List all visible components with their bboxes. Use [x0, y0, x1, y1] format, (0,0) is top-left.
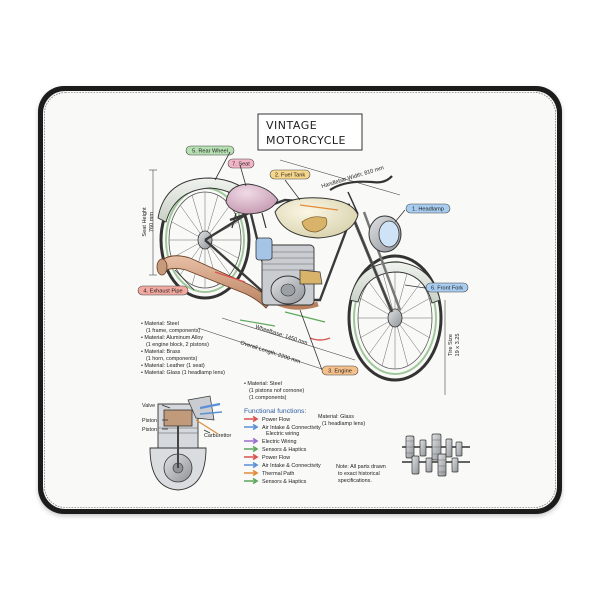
matL-line: • Material: Glass (1 headlamp lens) [141, 370, 225, 376]
materials-list-left: • Material: Steel (1 frame, components) … [141, 321, 225, 376]
legend-item: Sensors & Haptics [244, 445, 307, 453]
legend-label: Air Intake & Connectivity [262, 425, 321, 431]
seat-springs [231, 212, 267, 229]
matC-line: (1 components) [249, 395, 287, 401]
legend-label: Power Flow [262, 455, 290, 461]
callout-pill [137, 285, 189, 296]
label-carburettor: Carburettor [204, 433, 231, 439]
callout-pill [321, 365, 359, 376]
label-piston-2: Piston [142, 427, 157, 433]
tank-badge [301, 216, 328, 233]
matG-line: (1 headlamp lens) [322, 421, 365, 427]
callout-pill [269, 169, 311, 180]
note-line: to exact historical [338, 471, 380, 477]
legend-arrow-icon [244, 461, 259, 469]
callout-text: 2. Fuel Tank [275, 173, 306, 179]
headlamp [368, 215, 402, 253]
leader-lines [174, 151, 426, 371]
legend-arrow-icon [244, 477, 259, 485]
label-valve: Valve [142, 403, 155, 409]
legend-label: Electric Wiring [262, 439, 296, 445]
seat-height-value: 760 mm [149, 212, 155, 233]
callout-text: 7. Seat [232, 162, 250, 168]
callout-exhaust-pipe: 4. Exhaust Pipe [137, 285, 189, 296]
seat-height-label: Seat Height [142, 207, 148, 237]
note-line: specifications. [338, 478, 372, 484]
legend-label: Air Intake & Connectivity [262, 463, 321, 469]
legend-label: Thermal Path [262, 471, 294, 477]
functional-heading: Functional functions: [244, 408, 306, 415]
matC-line: (1 pistons nof cornone) [249, 388, 304, 394]
label-piston-1: Piston [142, 418, 157, 424]
callout-headlamp: 1. Headlamp [405, 203, 451, 214]
legend-label: Sensors & Haptics [262, 447, 307, 453]
callout-pill [425, 282, 469, 293]
title-line-2: MOTORCYCLE [266, 134, 346, 147]
legend-label: Power Flow [262, 417, 290, 423]
motorcycle-illustration [156, 175, 443, 382]
front-fender [349, 261, 441, 304]
gearbox-diagram [402, 433, 470, 477]
title-line-1: VINTAGE [266, 119, 317, 132]
legend-label: Sensors & Haptics [262, 479, 307, 485]
matL-line: • Material: Brass [141, 349, 181, 355]
legend-item: Thermal Path [244, 469, 294, 477]
engine-cross-section [149, 395, 223, 491]
matL-line: • Material: Steel [141, 321, 179, 327]
legend-arrow-icon [244, 453, 259, 461]
legend-arrow-icon [244, 415, 259, 423]
callout-text: 3. Engine [328, 369, 352, 375]
callout-fuel-tank: 2. Fuel Tank [269, 169, 311, 180]
matL-line: (1 frame, components) [146, 328, 200, 334]
note-line: Note: All parts drawn [336, 464, 386, 470]
callout-text: 5. Rear Wheel [192, 149, 228, 155]
matG-line: Material: Glass [318, 414, 354, 420]
matL-line: • Material: Aluminum Alloy [141, 335, 203, 341]
callout-pill [405, 203, 451, 214]
legend-arrow-icon [244, 445, 259, 453]
tire-size-value: 19 x 3.25 [455, 333, 461, 356]
callout-text: 6. Front Fork [431, 286, 463, 292]
legend-label-2: Electric wiring [266, 431, 299, 437]
materials-glass: Material: Glass (1 headlamp lens) [318, 414, 365, 427]
dimension-lines [149, 159, 446, 395]
tire-size-label: Tire Size [448, 334, 454, 356]
callout-seat: 7. Seat [227, 158, 255, 169]
callout-pill [185, 145, 235, 156]
matC-line: • Material: Steel [244, 381, 282, 387]
callout-text: 1. Headlamp [412, 207, 444, 213]
materials-list-center: • Material: Steel (1 pistons nof cornone… [244, 381, 306, 401]
note-text: Note: All parts drawn to exact historica… [336, 464, 387, 484]
matL-line: • Material: Leather (1 seat) [141, 363, 205, 369]
flow-arrows [214, 204, 339, 341]
diagram-title: VINTAGE MOTORCYCLE [257, 113, 363, 151]
handlebar [329, 175, 393, 191]
callout-rear-wheel: 5. Rear Wheel [185, 145, 235, 156]
legend-item: Air Intake & Connectivity [244, 461, 321, 469]
legend-item: Power Flow [244, 415, 290, 423]
callout-front-fork: 6. Front Fork [425, 282, 469, 293]
legend-item: Power Flow [244, 453, 290, 461]
seat [225, 183, 279, 215]
legend-arrow-icon [244, 469, 259, 477]
legend-item: Electric Wiring [244, 437, 296, 445]
matL-line: (1 engine block, 2 pistons) [146, 342, 209, 348]
matL-line: (1 horn, components) [146, 356, 197, 362]
legend-arrow-icon [244, 437, 259, 445]
callout-engine: 3. Engine [321, 365, 359, 376]
callout-text: 4. Exhaust Pipe [143, 289, 182, 295]
engine-leaders [161, 404, 211, 434]
engine [255, 237, 323, 306]
callout-labels: 5. Rear Wheel 7. Seat 2. Fuel Tank 1. Headl… [137, 145, 469, 376]
legend-arrow-icon [244, 423, 259, 431]
legend-item: Sensors & Haptics [244, 477, 307, 485]
